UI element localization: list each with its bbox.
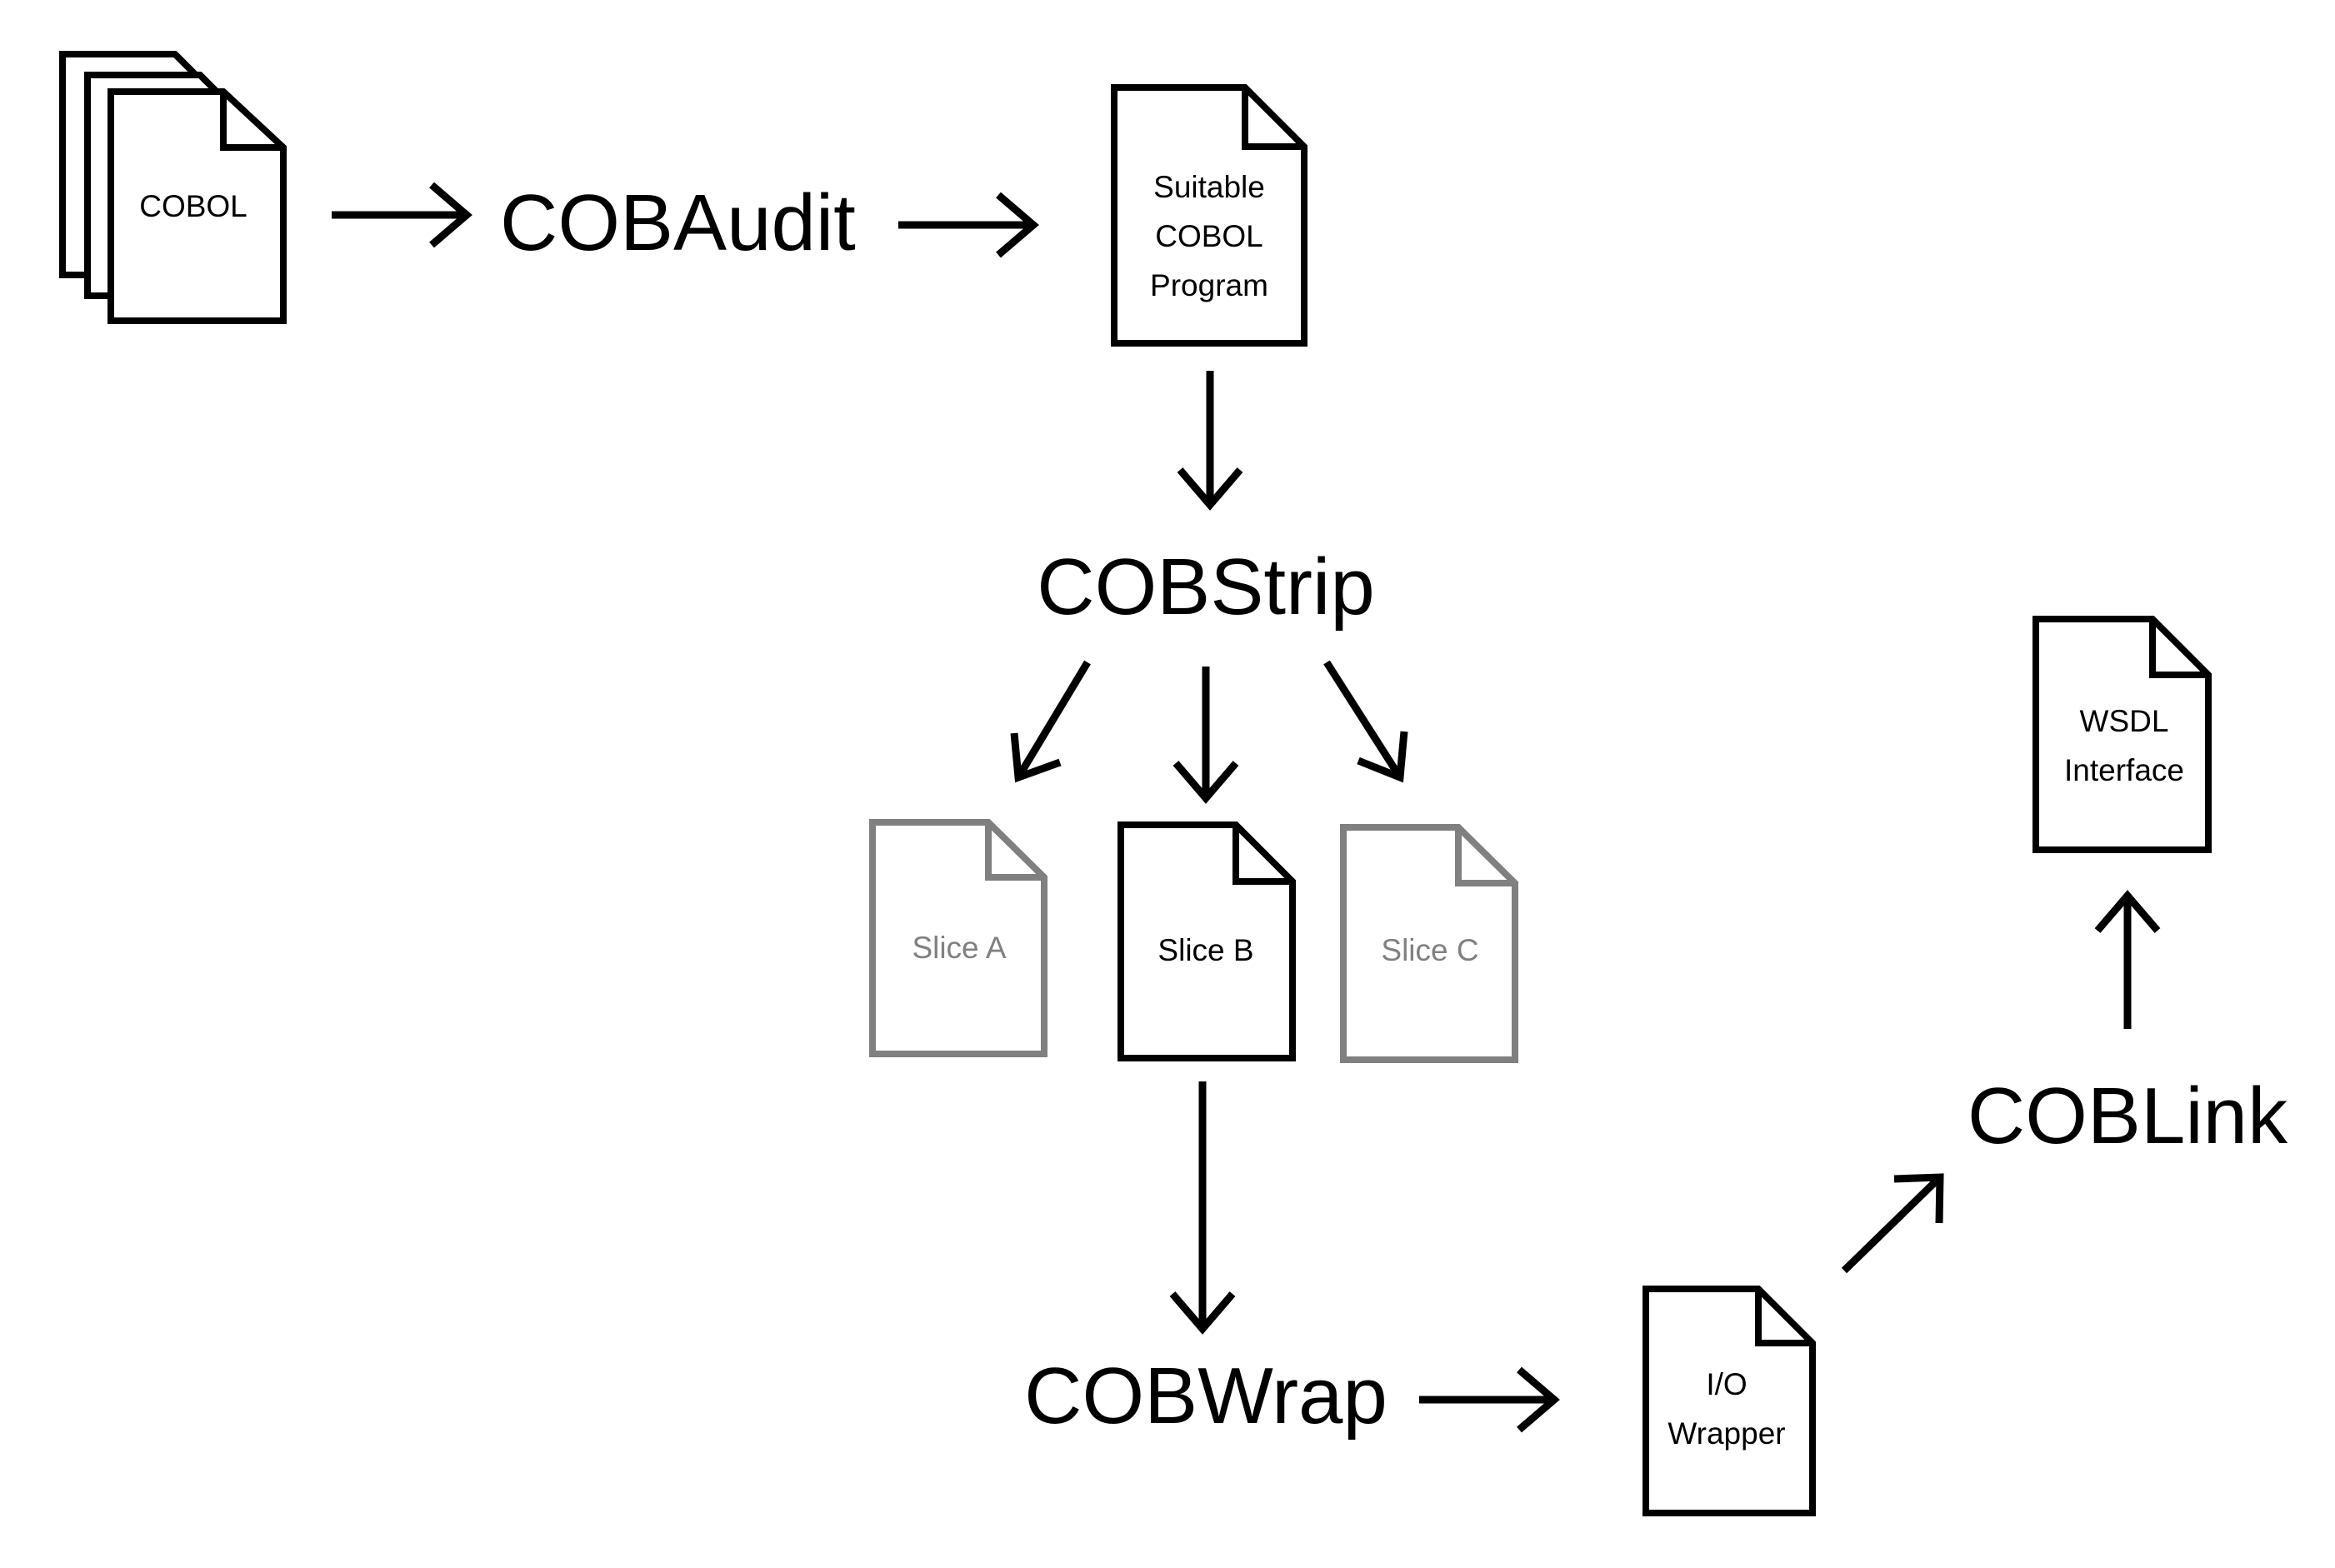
document-icon: [1111, 84, 1308, 347]
wsdl-interface-label-line-2: Interface: [2064, 753, 2184, 787]
arrow-cobwrap-to-io-wrapper: [1419, 1366, 1560, 1433]
tool-coblink: COBLink: [1968, 1071, 2288, 1161]
document-icon: [1642, 1286, 1816, 1516]
arrow-cobstrip-to-slice-c: [1323, 660, 1408, 783]
tool-cobstrip: COBStrip: [1037, 542, 1374, 632]
document-icon: [1118, 821, 1296, 1061]
document-icon: [1340, 824, 1518, 1063]
arrow-io-wrapper-to-coblink: [1841, 1173, 1944, 1274]
suitable-program-label-line-1: Suitable: [1153, 170, 1265, 204]
arrow-cobstrip-to-slice-b: [1172, 667, 1239, 804]
arrow-cobaudit-to-program: [898, 192, 1039, 258]
cobol-input-documents: COBOL: [59, 51, 287, 324]
slice-b-document: Slice B: [1118, 821, 1296, 1061]
slice-a-document: Slice A: [869, 819, 1048, 1057]
io-wrapper-document: I/O Wrapper: [1642, 1286, 1816, 1516]
cobol-input-label: COBOL: [139, 189, 248, 223]
document-icon: [869, 819, 1048, 1057]
wsdl-interface-label-line-1: WSDL: [2080, 704, 2169, 738]
suitable-program-label-line-3: Program: [1150, 268, 1268, 302]
slice-b-label: Slice B: [1158, 933, 1253, 967]
io-wrapper-label-line-1: I/O: [1706, 1367, 1747, 1401]
document-icon: [2032, 616, 2212, 853]
arrow-slice-b-to-cobwrap: [1169, 1081, 1236, 1335]
arrow-coblink-to-wsdl: [2094, 890, 2161, 1029]
io-wrapper-label-line-2: Wrapper: [1668, 1416, 1785, 1451]
tool-cobaudit: COBAudit: [500, 178, 856, 267]
tool-cobwrap: COBWrap: [1024, 1351, 1388, 1441]
slice-c-document: Slice C: [1340, 824, 1518, 1063]
arrow-cobol-to-cobaudit: [332, 182, 472, 248]
wsdl-interface-document: WSDL Interface: [2032, 616, 2212, 853]
arrow-program-to-cobstrip: [1177, 371, 1243, 511]
stacked-documents-icon: [59, 51, 287, 324]
arrow-cobstrip-to-slice-a: [1010, 660, 1091, 783]
suitable-cobol-program-document: Suitable COBOL Program: [1111, 84, 1308, 347]
suitable-program-label-line-2: COBOL: [1155, 219, 1263, 253]
slice-a-label: Slice A: [912, 931, 1006, 965]
slice-c-label: Slice C: [1381, 933, 1478, 967]
